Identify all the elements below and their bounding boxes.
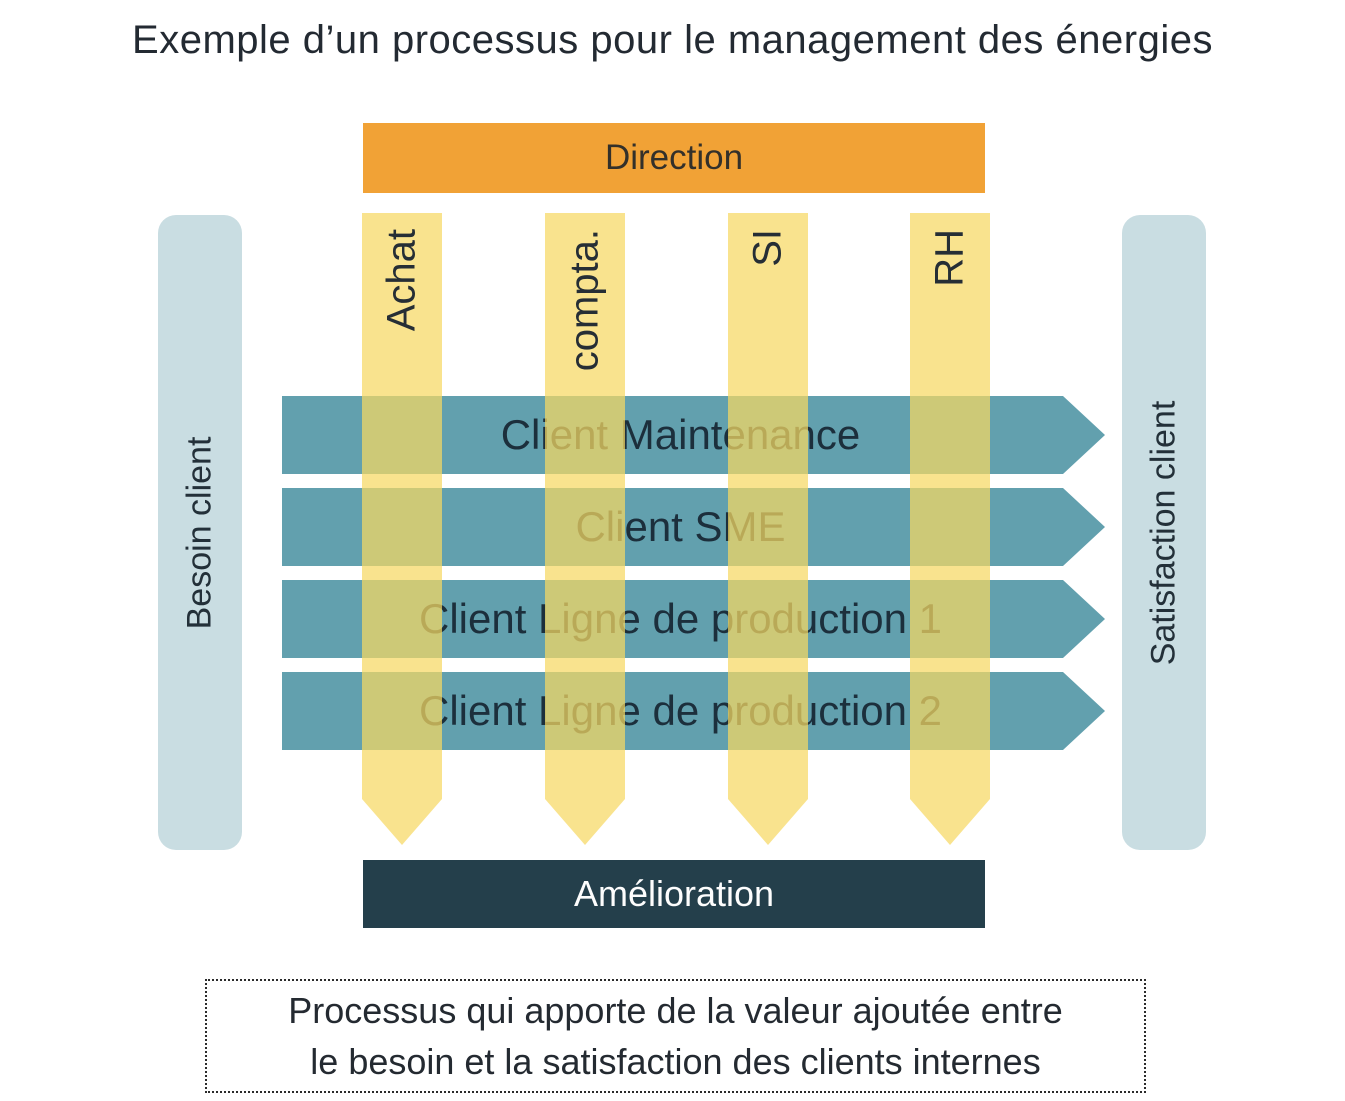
satisfaction-client-label: Satisfaction client <box>1144 400 1183 665</box>
amelioration-label: Amélioration <box>573 873 775 914</box>
arrow-rh: RH <box>910 213 990 845</box>
arrow-client-ligne-production-2-label: Client Ligne de production 2 <box>418 687 943 734</box>
footnote-box: Processus qui apporte de la valeur ajout… <box>205 979 1146 1093</box>
satisfaction-client-pillar: Satisfaction client <box>1122 215 1206 850</box>
direction-label: Direction <box>604 138 744 177</box>
arrow-compta: compta. <box>545 213 625 845</box>
arrow-client-ligne-production-1-label: Client Ligne de production 1 <box>418 595 943 642</box>
arrow-rh-label: RH <box>927 229 972 287</box>
direction-bar: Direction <box>363 123 985 193</box>
diagram-title: Exemple d’un processus pour le managemen… <box>132 18 1213 62</box>
arrow-si-label: SI <box>745 229 790 267</box>
arrow-achat-label: Achat <box>379 229 424 332</box>
footnote-text: Processus qui apporte de la valeur ajout… <box>288 985 1063 1087</box>
besoin-client-pillar: Besoin client <box>158 215 242 850</box>
footnote-line-2: le besoin et la satisfaction des clients… <box>310 1041 1041 1082</box>
amelioration-bar: Amélioration <box>363 860 985 928</box>
footnote-line-1: Processus qui apporte de la valeur ajout… <box>288 989 1063 1031</box>
arrow-si: SI <box>728 213 808 845</box>
arrow-compta-label: compta. <box>562 229 607 372</box>
besoin-client-label: Besoin client <box>180 436 219 629</box>
arrow-achat: Achat <box>362 213 442 845</box>
